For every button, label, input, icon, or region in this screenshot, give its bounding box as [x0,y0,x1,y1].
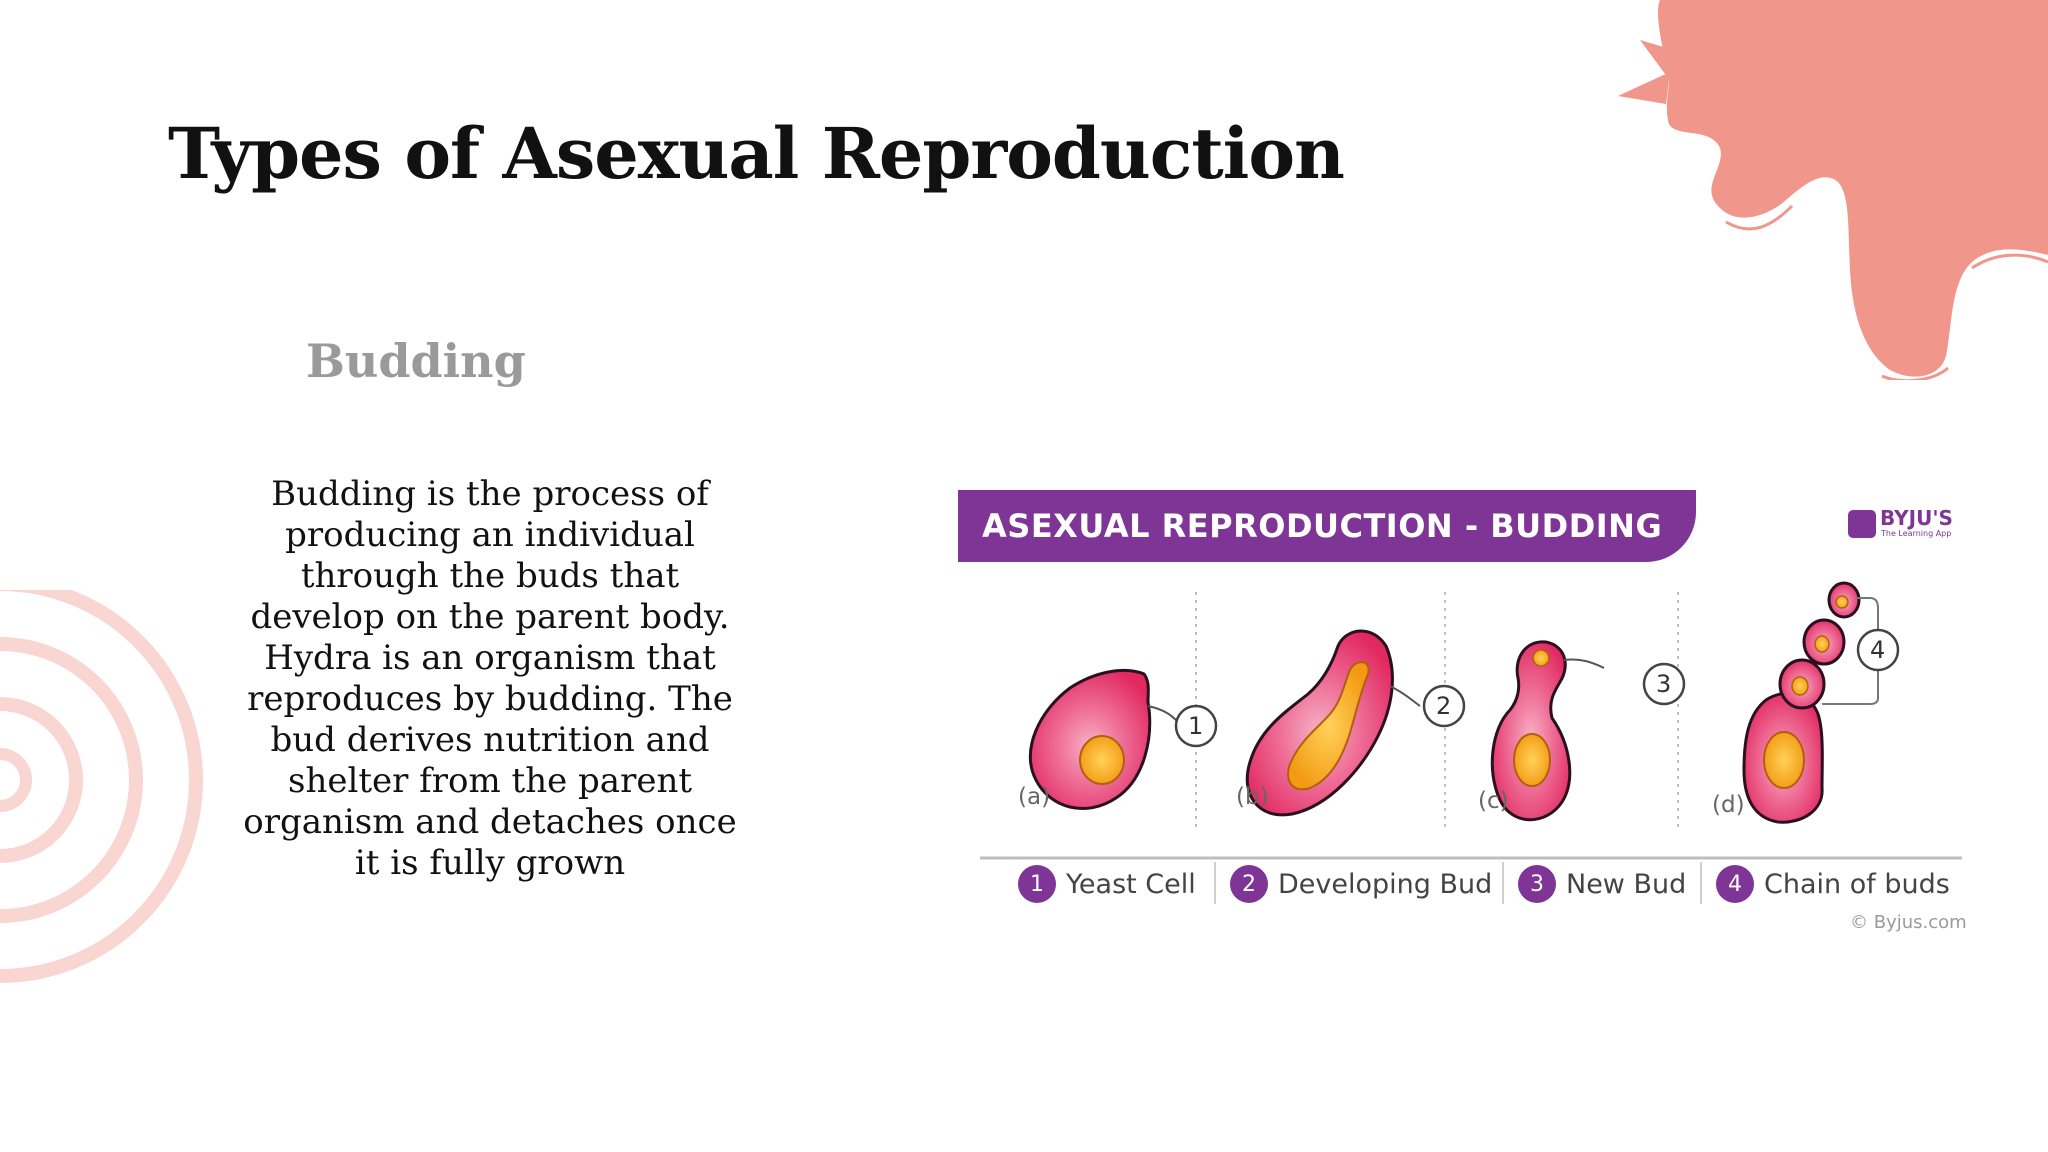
legend-item-new-bud: 3 New Bud [1518,860,1686,908]
slide-subtitle: Budding [306,334,526,388]
legend-item-developing-bud: 2 Developing Bud [1230,860,1492,908]
slide-title: Types of Asexual Reproduction [168,112,1345,195]
budding-illustration [980,581,1962,860]
developing-bud-b [1245,629,1466,817]
brand-name: BYJU'S [1880,506,1953,530]
callout-number-3: 3 [1656,670,1672,698]
new-bud-c [1490,640,1686,822]
chain-of-buds-d [1742,581,1900,824]
decorative-rings [0,590,203,983]
decorative-blob [1618,0,2048,380]
legend-divider [1700,862,1702,904]
callout-number-2: 2 [1436,692,1452,720]
legend-label: Yeast Cell [1066,868,1196,900]
brand-logo-icon [1848,510,1876,538]
legend-label: Chain of buds [1764,868,1950,900]
yeast-cell-a [1028,669,1218,810]
legend-label: Developing Bud [1278,868,1493,900]
legend-label: New Bud [1566,868,1687,900]
legend-number: 1 [1018,865,1056,903]
callout-number-1: 1 [1188,712,1204,740]
budding-diagram: 1 2 3 4 (a) (b) (c) (d) ASEXUAL REPRODUC… [958,488,1967,948]
legend-number: 4 [1716,865,1754,903]
legend-number: 3 [1518,865,1556,903]
diagram-banner-text: ASEXUAL REPRODUCTION - BUDDING [982,507,1663,545]
copyright-notice: © Byjus.com [1850,912,1967,933]
panel-label-b: (b) [1236,784,1269,810]
legend-number: 2 [1230,865,1268,903]
legend-item-chain-of-buds: 4 Chain of buds [1716,860,1950,908]
brand-logo: BYJU'S The Learning App [1848,506,1966,546]
panel-label-c: (c) [1478,788,1509,814]
panel-label-a: (a) [1018,784,1051,810]
diagram-banner: ASEXUAL REPRODUCTION - BUDDING [958,490,1696,562]
diagram-legend: 1 Yeast Cell 2 Developing Bud 3 New Bud … [1018,860,1950,908]
panel-label-d: (d) [1712,792,1745,818]
legend-divider [1214,862,1216,904]
slide-body-text: Budding is the process of producing an i… [243,474,737,883]
legend-divider [1502,862,1504,904]
legend-item-yeast-cell: 1 Yeast Cell [1018,860,1196,908]
callout-number-4: 4 [1870,636,1886,664]
brand-tagline: The Learning App [1881,529,1952,538]
